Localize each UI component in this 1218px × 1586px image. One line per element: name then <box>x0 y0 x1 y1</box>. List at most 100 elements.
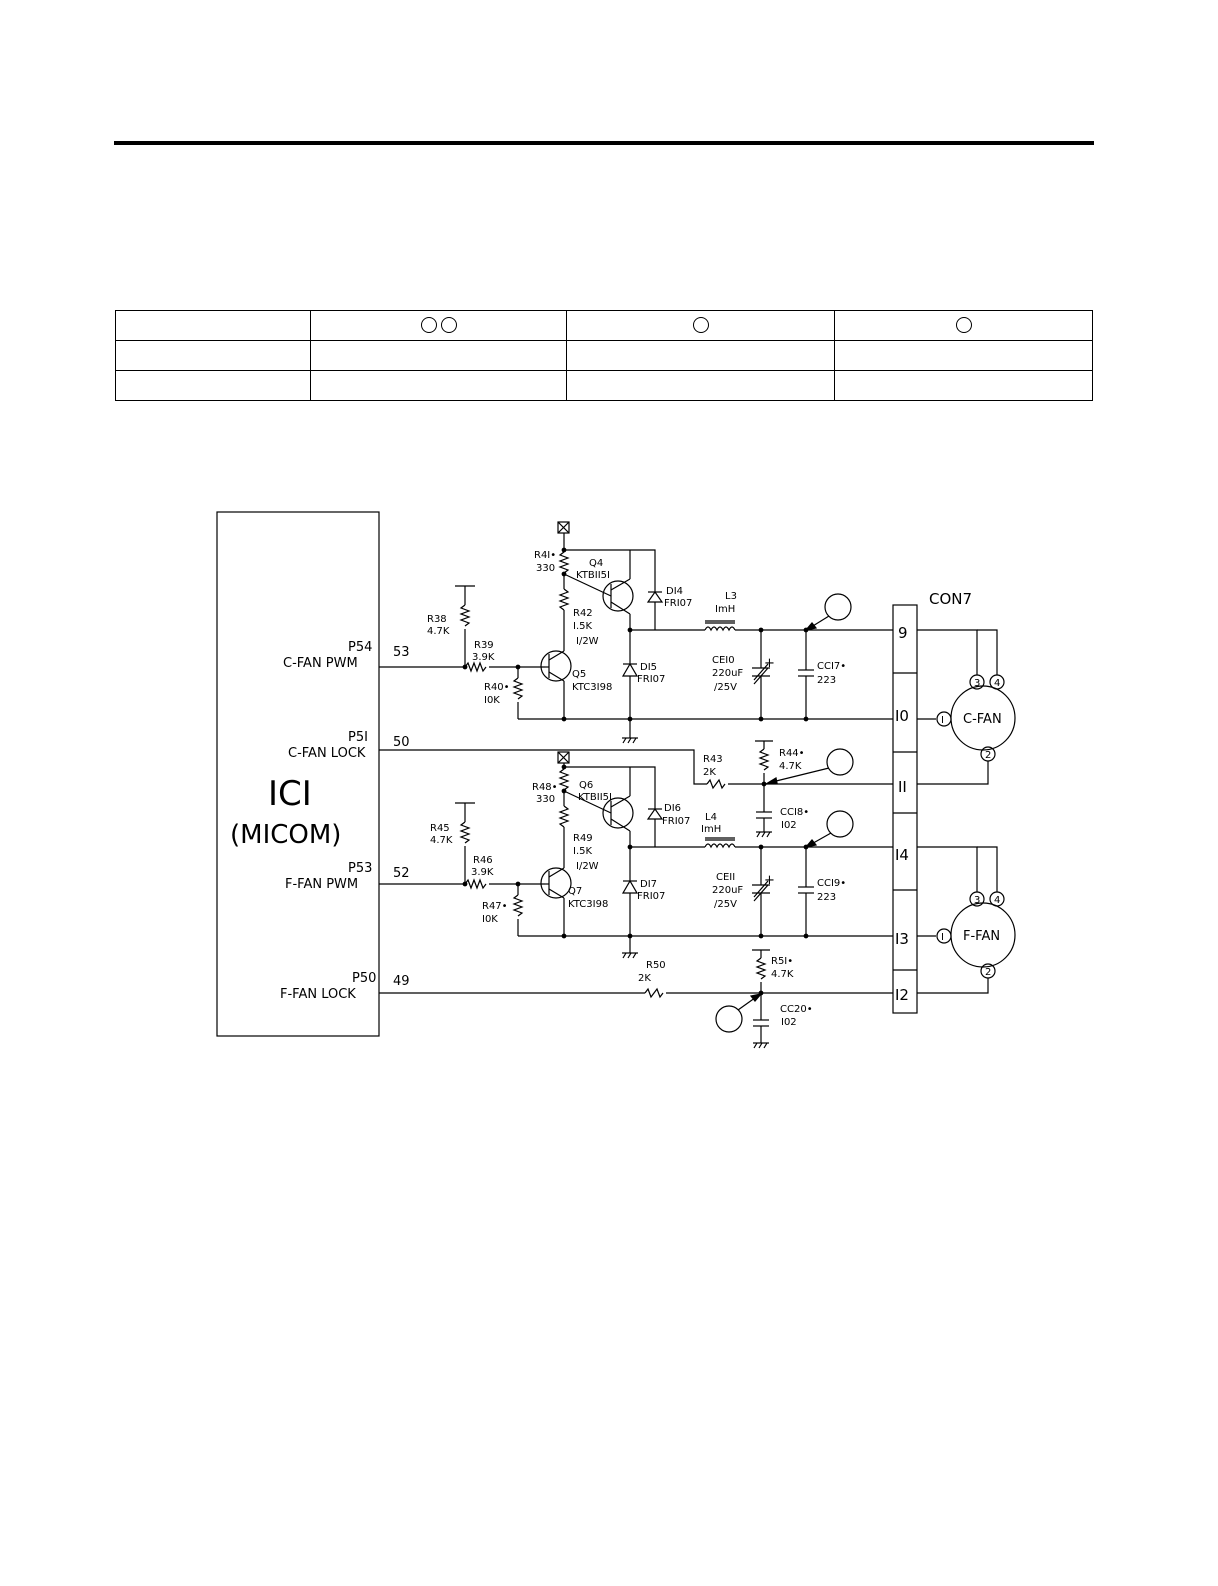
q4-transistor <box>602 580 634 612</box>
con7-label: CON7 <box>929 590 972 608</box>
pin-num-49: 49 <box>393 974 410 989</box>
cc19-value: 223 <box>817 892 836 903</box>
r49-value: I.5K <box>573 846 592 857</box>
q4-ref: Q4 <box>589 558 603 569</box>
r40-value: I0K <box>484 695 500 706</box>
l3-inductor <box>704 626 736 632</box>
f-fan-label: F-FAN <box>963 929 1000 944</box>
l4-ref: L4 <box>705 812 717 823</box>
table-cell <box>834 340 1093 371</box>
r43-resistor <box>706 778 726 790</box>
con7-pin-10: I0 <box>895 707 909 725</box>
r42-value: I.5K <box>573 621 592 632</box>
r46-ref: R46 <box>473 855 493 866</box>
pin-port-p51: P5I <box>348 730 368 745</box>
r45-resistor <box>459 821 471 844</box>
table-row <box>115 340 1093 371</box>
l3-ref: L3 <box>725 591 737 602</box>
ce11-value: 220uF <box>712 885 743 896</box>
r42-resistor <box>558 588 570 611</box>
q7-ref: Q7 <box>568 886 582 897</box>
q4-value: KTBII5I <box>576 570 610 581</box>
r49-rating: I/2W <box>576 861 599 872</box>
cc17-value: 223 <box>817 675 836 686</box>
cc18-ref: CCI8• <box>780 807 809 818</box>
table-cell <box>310 340 567 371</box>
con7-connector <box>892 604 918 1014</box>
q6-value: KTBII5I <box>578 792 612 803</box>
r41-ref: R4I• <box>534 550 556 561</box>
test-point-circle-icon <box>692 317 709 334</box>
d15-value: FRI07 <box>637 674 665 685</box>
table-row <box>115 370 1093 401</box>
ce10-ref: CEI0 <box>712 655 735 666</box>
test-point-circle-icon <box>826 810 854 838</box>
q6-ref: Q6 <box>579 780 593 791</box>
c-fan-pin-1: I <box>941 715 944 726</box>
r50-resistor <box>644 987 664 999</box>
ce11-rating: /25V <box>714 899 737 910</box>
r38-resistor <box>459 604 471 627</box>
table-cell <box>310 370 567 401</box>
cc18-value: I02 <box>781 820 797 831</box>
q7-value: KTC3I98 <box>568 899 608 910</box>
r48-ref: R48• <box>532 782 558 793</box>
pin-func-p50: F-FAN LOCK <box>280 987 356 1002</box>
test-point-circle-icon <box>420 317 437 334</box>
d16-ref: DI6 <box>664 803 681 814</box>
con7-pin-9: 9 <box>898 624 908 642</box>
ic1-sub: (MICOM) <box>230 820 341 850</box>
r39-resistor <box>464 661 487 673</box>
c-fan-lock-circuit <box>379 740 893 838</box>
test-point-circle-icon <box>826 748 854 776</box>
r40-resistor <box>512 677 524 700</box>
r51-ref: R5I• <box>771 956 793 967</box>
r46-value: 3.9K <box>471 867 494 878</box>
r45-ref: R45 <box>430 823 450 834</box>
con7-pin-14: I4 <box>895 846 909 864</box>
q5-value: KTC3I98 <box>572 682 612 693</box>
pin-func-p51: C-FAN LOCK <box>288 746 366 761</box>
f-fan-drive-circuit <box>379 751 893 959</box>
d14-diode <box>646 590 664 603</box>
r43-value: 2K <box>703 767 716 778</box>
r40-ref: R40• <box>484 682 510 693</box>
pin-num-53: 53 <box>393 645 410 660</box>
measurement-table <box>115 310 1093 401</box>
d16-diode <box>646 807 664 820</box>
f-fan-pin-4: 4 <box>994 895 1000 906</box>
q6-transistor <box>602 797 634 829</box>
r49-ref: R49 <box>573 833 593 844</box>
q7-transistor <box>540 867 572 899</box>
f-fan-lock-circuit <box>379 949 893 1049</box>
r42-ref: R42 <box>573 608 593 619</box>
r38-ref: R38 <box>427 614 447 625</box>
r39-value: 3.9K <box>472 652 495 663</box>
r47-ref: R47• <box>482 901 508 912</box>
l4-inductor <box>704 843 736 849</box>
test-point-circle-icon <box>824 593 852 621</box>
ce11-ref: CEII <box>716 872 735 883</box>
cc20-value: I02 <box>781 1017 797 1028</box>
r41-value: 330 <box>536 563 555 574</box>
r47-value: I0K <box>482 914 498 925</box>
f-fan-motor <box>917 846 1016 994</box>
c-fan-pin-4: 4 <box>994 678 1000 689</box>
r48-resistor <box>558 768 570 791</box>
d14-ref: DI4 <box>666 586 683 597</box>
test-point-circle-icon <box>715 1005 743 1033</box>
d15-ref: DI5 <box>640 662 657 673</box>
d17-value: FRI07 <box>637 891 665 902</box>
ground-icon <box>622 737 638 744</box>
test-point-circle-icon <box>440 317 457 334</box>
table-cell <box>115 340 311 371</box>
q5-transistor <box>540 650 572 682</box>
cc17-ref: CCI7• <box>817 661 846 672</box>
f-fan-pin-2: 2 <box>985 967 991 978</box>
c-fan-label: C-FAN <box>963 712 1002 727</box>
r38-value: 4.7K <box>427 626 450 637</box>
pin-port-p53: P53 <box>348 861 372 876</box>
d14-value: FRI07 <box>664 598 692 609</box>
c-fan-motor <box>917 629 1016 785</box>
